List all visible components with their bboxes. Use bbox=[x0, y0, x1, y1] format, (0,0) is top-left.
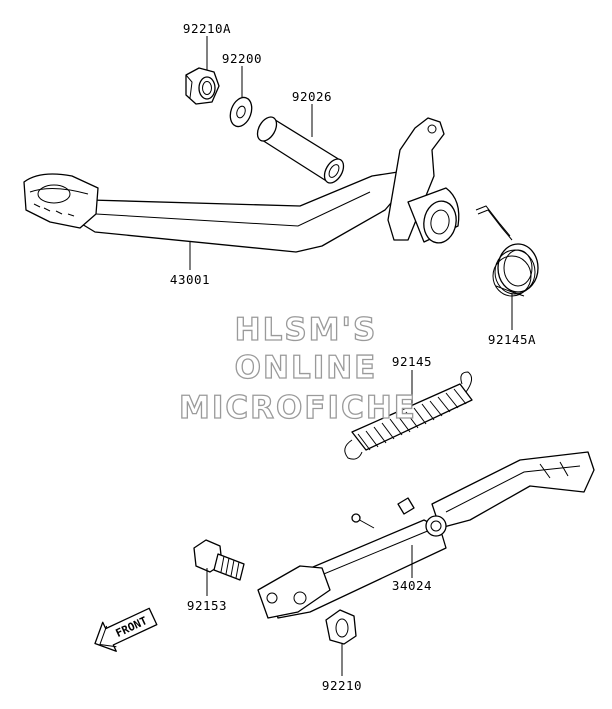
part-label-92145[interactable]: 92145 bbox=[392, 354, 432, 369]
watermark-line-2: ONLINE bbox=[235, 350, 378, 386]
part-label-92210[interactable]: 92210 bbox=[322, 678, 362, 693]
watermark: HLSM'S ONLINE MICROFICHE bbox=[178, 311, 417, 426]
side-stand-spring-92145 bbox=[344, 371, 473, 460]
brake-pedal-43001 bbox=[23, 117, 460, 253]
part-label-34024[interactable]: 34024 bbox=[392, 578, 432, 593]
part-label-92200[interactable]: 92200 bbox=[222, 51, 262, 66]
watermark-line-1: HLSM'S bbox=[235, 312, 378, 348]
bolt-92153 bbox=[193, 539, 245, 581]
part-label-92145a[interactable]: 92145A bbox=[488, 332, 536, 347]
part-label-92153[interactable]: 92153 bbox=[187, 598, 227, 613]
front-arrow-icon: FRONT bbox=[94, 607, 158, 652]
watermark-line-3: MICROFICHE bbox=[179, 390, 417, 426]
leader-lines bbox=[189, 36, 513, 676]
part-label-92026[interactable]: 92026 bbox=[292, 89, 332, 104]
part-label-92210a[interactable]: 92210A bbox=[183, 21, 231, 36]
nut-92210a bbox=[185, 67, 220, 105]
part-label-43001[interactable]: 43001 bbox=[170, 272, 210, 287]
washer-92200 bbox=[229, 96, 253, 128]
nut-92210 bbox=[325, 609, 357, 645]
return-spring-92145a bbox=[475, 205, 539, 297]
side-stand-34024 bbox=[257, 451, 595, 619]
collar-92026 bbox=[256, 116, 345, 184]
